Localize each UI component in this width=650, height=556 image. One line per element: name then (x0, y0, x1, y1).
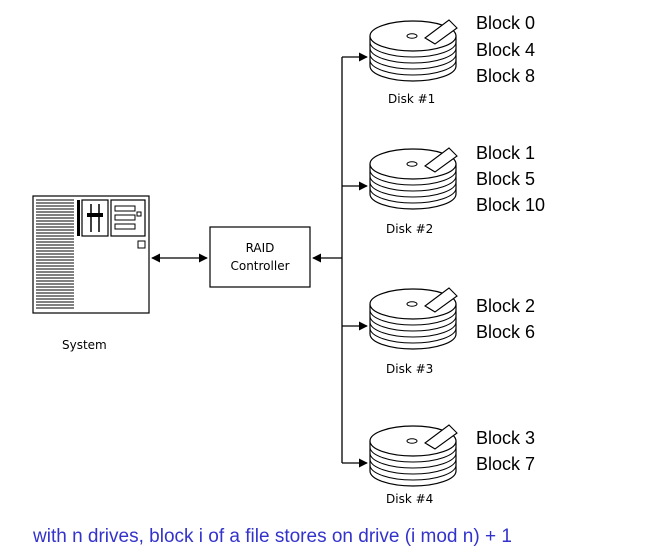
disk-1-label: Disk #1 (388, 92, 435, 106)
disk-4-block-0: Block 3 (476, 428, 535, 448)
disk-2-block-1: Block 5 (476, 169, 535, 189)
system-label: System (62, 338, 107, 352)
disk-4-icon (369, 424, 458, 487)
disk-3-label: Disk #3 (386, 362, 433, 376)
disk-3-icon (369, 287, 458, 350)
disk-3-block-1: Block 6 (476, 322, 535, 342)
disk-1-icon (369, 19, 458, 82)
raid-controller-box (209, 226, 311, 288)
caption-text: with n drives, block i of a file stores … (32, 526, 512, 547)
disk-2-block-2: Block 10 (476, 195, 545, 215)
disk-3-block-0: Block 2 (476, 296, 535, 316)
disk-4-label: Disk #4 (386, 492, 433, 506)
disk-2-block-0: Block 1 (476, 143, 535, 163)
controller-label-line1: RAID (246, 241, 275, 255)
controller-label-line2: Controller (230, 259, 289, 273)
disk-2-icon (369, 147, 458, 210)
disk-1-block-1: Block 4 (476, 40, 535, 60)
disk-1-block-2: Block 8 (476, 66, 535, 86)
disk-2-label: Disk #2 (386, 222, 433, 236)
disk-4-block-1: Block 7 (476, 454, 535, 474)
disk-1-block-0: Block 0 (476, 13, 535, 33)
system-computer-icon (32, 195, 150, 314)
